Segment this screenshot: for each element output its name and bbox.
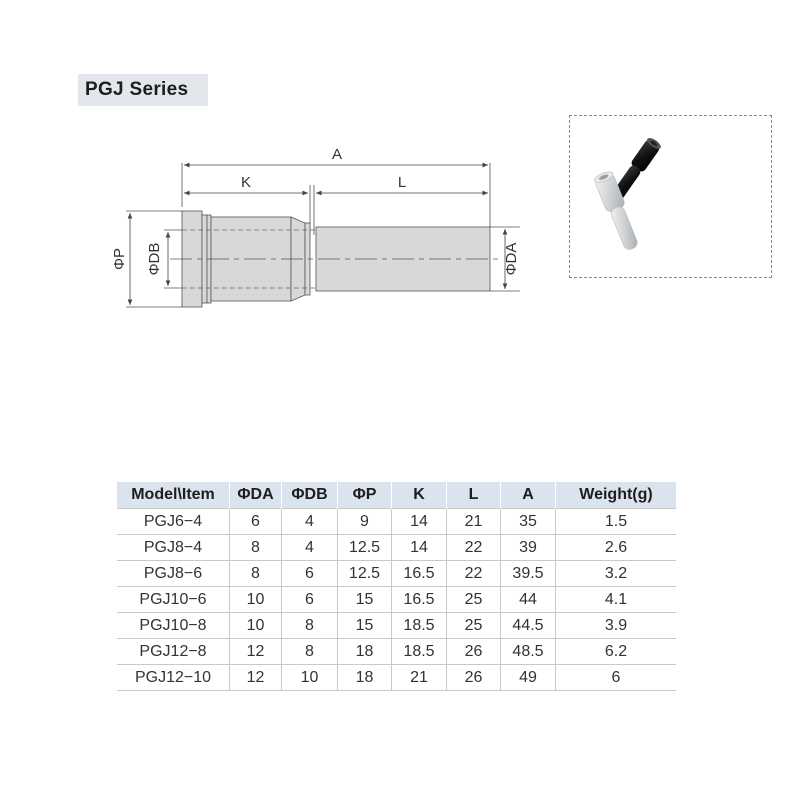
header-a: A	[500, 482, 556, 509]
cell-weight: 3.9	[555, 612, 676, 639]
cell-l: 25	[446, 586, 501, 613]
collet-ring	[201, 214, 208, 304]
cell-a: 44	[500, 586, 556, 613]
cell-model: PGJ10−6	[117, 586, 230, 613]
cell-p: 15	[337, 586, 392, 613]
cell-model: PGJ8−4	[117, 534, 230, 561]
cell-model: PGJ8−6	[117, 560, 230, 587]
table-header-row: Model\Item ΦDA ΦDB ΦP K L A Weight(g)	[117, 482, 676, 509]
cell-db: 6	[281, 560, 338, 587]
cell-db: 6	[281, 586, 338, 613]
cell-db: 8	[281, 638, 338, 665]
header-model: Model\Item	[117, 482, 230, 509]
header-k: K	[391, 482, 447, 509]
cell-model: PGJ6−4	[117, 508, 230, 535]
cell-da: 6	[229, 508, 282, 535]
table-row: PGJ6−4 6 4 9 14 21 35 1.5	[117, 508, 676, 535]
cell-l: 26	[446, 638, 501, 665]
dim-label-da: ΦDA	[503, 243, 520, 276]
table-row: PGJ12−10 12 10 18 21 26 49 6	[117, 664, 676, 691]
cell-a: 39.5	[500, 560, 556, 587]
cell-p: 9	[337, 508, 392, 535]
cell-l: 22	[446, 534, 501, 561]
cell-da: 8	[229, 534, 282, 561]
header-db: ΦDB	[281, 482, 338, 509]
table-row: PGJ10−8 10 8 15 18.5 25 44.5 3.9	[117, 612, 676, 639]
header-weight: Weight(g)	[555, 482, 676, 509]
cell-model: PGJ12−8	[117, 638, 230, 665]
table-row: PGJ8−6 8 6 12.5 16.5 22 39.5 3.2	[117, 560, 676, 587]
dim-label-db: ΦDB	[146, 243, 163, 276]
cell-l: 21	[446, 508, 501, 535]
dim-label-a: A	[332, 146, 342, 163]
table-row: PGJ8−4 8 4 12.5 14 22 39 2.6	[117, 534, 676, 561]
cell-a: 48.5	[500, 638, 556, 665]
cell-p: 12.5	[337, 560, 392, 587]
table-row: PGJ10−6 10 6 15 16.5 25 44 4.1	[117, 586, 676, 613]
cell-da: 8	[229, 560, 282, 587]
cell-da: 10	[229, 612, 282, 639]
cell-a: 35	[500, 508, 556, 535]
dim-label-p: ΦP	[111, 248, 128, 270]
cell-da: 12	[229, 638, 282, 665]
cell-db: 4	[281, 534, 338, 561]
cell-p: 12.5	[337, 534, 392, 561]
cell-db: 8	[281, 612, 338, 639]
cell-k: 16.5	[391, 586, 447, 613]
cell-k: 16.5	[391, 560, 447, 587]
dim-label-k: K	[241, 174, 251, 191]
cell-weight: 6	[555, 664, 676, 691]
cell-k: 18.5	[391, 612, 447, 639]
cell-weight: 2.6	[555, 534, 676, 561]
cell-model: PGJ12−10	[117, 664, 230, 691]
header-da: ΦDA	[229, 482, 282, 509]
cell-p: 18	[337, 638, 392, 665]
cell-model: PGJ10−8	[117, 612, 230, 639]
cell-p: 15	[337, 612, 392, 639]
fittings-illustration	[593, 137, 661, 250]
series-title: PGJ Series	[78, 74, 208, 106]
header-l: L	[446, 482, 501, 509]
cell-l: 25	[446, 612, 501, 639]
cell-k: 18.5	[391, 638, 447, 665]
cell-a: 39	[500, 534, 556, 561]
dim-label-l: L	[398, 174, 406, 191]
table-row: PGJ12−8 12 8 18 18.5 26 48.5 6.2	[117, 638, 676, 665]
cell-a: 49	[500, 664, 556, 691]
cell-weight: 3.2	[555, 560, 676, 587]
cell-weight: 4.1	[555, 586, 676, 613]
header-p: ΦP	[337, 482, 392, 509]
cell-l: 26	[446, 664, 501, 691]
cell-db: 4	[281, 508, 338, 535]
cell-weight: 1.5	[555, 508, 676, 535]
cell-db: 10	[281, 664, 338, 691]
cell-weight: 6.2	[555, 638, 676, 665]
product-photo	[569, 115, 772, 278]
spec-table: Model\Item ΦDA ΦDB ΦP K L A Weight(g) PG…	[117, 482, 676, 691]
cell-da: 10	[229, 586, 282, 613]
cell-da: 12	[229, 664, 282, 691]
cell-a: 44.5	[500, 612, 556, 639]
grey-fitting	[593, 171, 638, 250]
cell-p: 18	[337, 664, 392, 691]
cell-k: 14	[391, 508, 447, 535]
technical-drawing: A K L ΦP ΦDB ΦDA	[111, 146, 520, 308]
cell-k: 14	[391, 534, 447, 561]
cell-l: 22	[446, 560, 501, 587]
cell-k: 21	[391, 664, 447, 691]
